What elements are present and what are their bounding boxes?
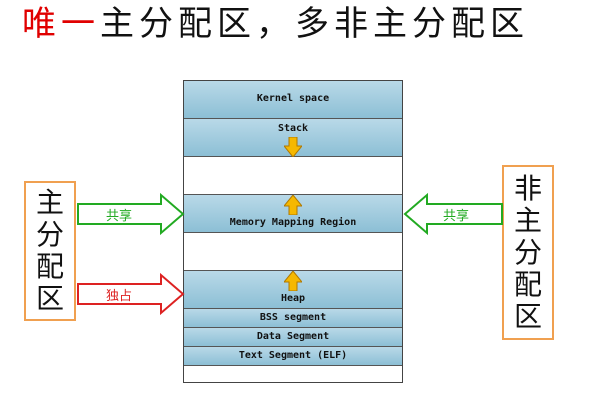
right-shared-label: 共享 [443, 209, 470, 224]
main-arena-char: 配 [35, 250, 64, 283]
non-main-arena-char: 区 [513, 299, 542, 333]
segment-text: Text Segment (ELF) [184, 347, 402, 366]
memory-layout-diagram: Kernel space Stack Memory Mapping Region… [183, 80, 403, 383]
non-main-arena-char: 主 [513, 203, 542, 237]
main-arena-char: 分 [35, 218, 64, 251]
segment-label: Stack [277, 123, 309, 134]
left-exclusive-arrow-icon [77, 272, 185, 316]
right-shared-arrow-icon [403, 192, 503, 236]
non-main-arena-char: 分 [513, 235, 542, 269]
left-shared-label: 共享 [106, 209, 133, 224]
segment-label: Memory Mapping Region [229, 217, 357, 228]
non-main-arena-box: 非 主 分 配 区 [502, 165, 554, 340]
mmap-growth-up-arrow-icon [284, 195, 302, 215]
segment-label: Heap [280, 293, 306, 304]
page-title: 唯一主分配区，多非主分配区 [22, 2, 529, 46]
left-exclusive-label: 独占 [106, 289, 133, 304]
segment-data: Data Segment [184, 328, 402, 347]
stack-growth-down-arrow-icon [284, 137, 302, 157]
title-highlight: 唯一 [22, 4, 100, 44]
segment-label: BSS segment [259, 312, 327, 323]
main-arena-char: 主 [35, 186, 64, 219]
heap-growth-up-arrow-icon [284, 271, 302, 291]
segment-label: Data Segment [256, 331, 330, 342]
segment-bottom-gap [184, 366, 402, 382]
non-main-arena-char: 配 [513, 267, 542, 301]
segment-label: Text Segment (ELF) [238, 350, 348, 361]
segment-stack: Stack [184, 119, 402, 157]
left-shared-arrow-icon [77, 192, 185, 236]
segment-gap-upper [184, 157, 402, 195]
non-main-arena-char: 非 [513, 171, 542, 205]
segment-memory-mapping-region: Memory Mapping Region [184, 195, 402, 233]
segment-kernel-space: Kernel space [184, 81, 402, 119]
segment-gap-lower [184, 233, 402, 271]
title-rest: 主分配区，多非主分配区 [100, 4, 529, 44]
main-arena-char: 区 [35, 282, 64, 315]
segment-label: Kernel space [256, 93, 330, 104]
main-arena-box: 主 分 配 区 [24, 181, 76, 321]
segment-bss: BSS segment [184, 309, 402, 328]
segment-heap: Heap [184, 271, 402, 309]
